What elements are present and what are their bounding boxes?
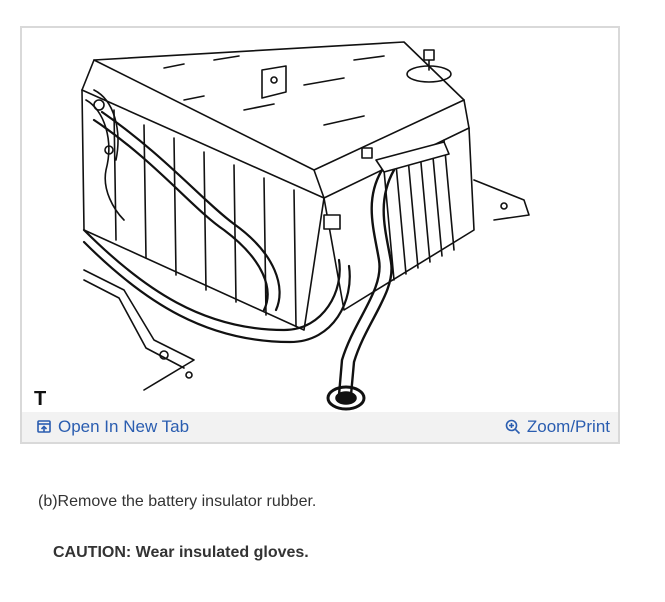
magnifier-plus-icon (505, 419, 521, 435)
caution-note: CAUTION: Wear insulated gloves. (53, 544, 309, 561)
zoom-print-link[interactable]: Zoom/Print (505, 417, 610, 437)
step-instruction: (b)Remove the battery insulator rubber. (38, 493, 317, 510)
figure-toolbar: Open In New Tab Zoom/Print (22, 412, 618, 442)
figure-frame: T Open In New Tab (20, 26, 620, 444)
open-in-new-tab-link[interactable]: Open In New Tab (36, 417, 189, 437)
figure-tag: T (34, 388, 47, 410)
open-in-new-tab-label: Open In New Tab (58, 417, 190, 436)
open-new-tab-icon (36, 419, 52, 435)
zoom-print-label: Zoom/Print (526, 417, 610, 436)
battery-diagram-illustration: T (24, 30, 618, 412)
